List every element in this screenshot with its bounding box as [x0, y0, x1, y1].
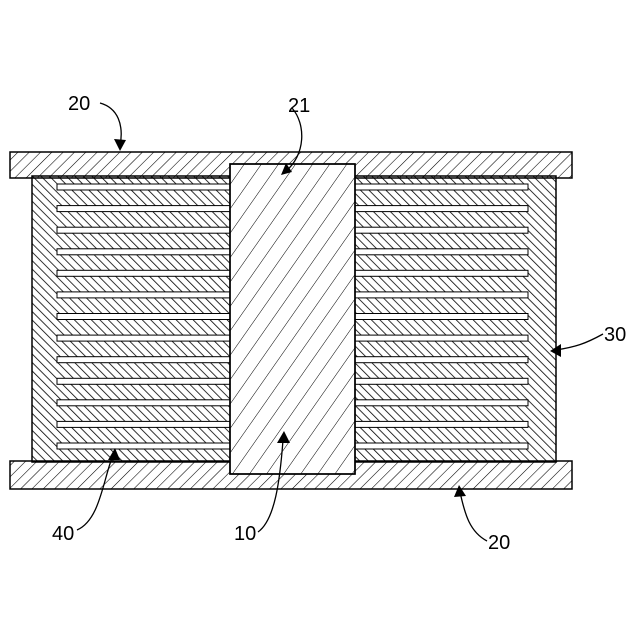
ref-label-20-top: 20 [68, 93, 90, 115]
right-layer [352, 227, 528, 233]
left-layer [57, 335, 232, 341]
left-layer [57, 314, 232, 320]
right-layer [352, 314, 528, 320]
right-layer [352, 335, 528, 341]
leader-30 [556, 334, 603, 350]
ref-label-40: 40 [52, 523, 74, 545]
right-layer [352, 421, 528, 427]
left-layer [57, 443, 232, 449]
ref-label-20-bottom: 20 [488, 532, 510, 554]
left-layer [57, 378, 232, 384]
left-layer [57, 270, 232, 276]
right-layer [352, 184, 528, 190]
ref-label-21: 21 [288, 95, 310, 117]
right-layer [352, 443, 528, 449]
right-layer [352, 270, 528, 276]
right-layer [352, 249, 528, 255]
ref-label-30: 30 [604, 324, 626, 346]
left-layer [57, 292, 232, 298]
ref-label-10: 10 [234, 523, 256, 545]
right-layer [352, 378, 528, 384]
left-layer [57, 249, 232, 255]
arrowhead-20-top [114, 139, 126, 151]
right-layer [352, 292, 528, 298]
left-layer [57, 206, 232, 212]
left-layer [57, 184, 232, 190]
left-layer [57, 400, 232, 406]
left-layer [57, 357, 232, 363]
right-layer [352, 400, 528, 406]
left-layer [57, 227, 232, 233]
right-layer [352, 357, 528, 363]
right-layer [352, 206, 528, 212]
left-layer [57, 421, 232, 427]
center-core-hatch [230, 164, 355, 474]
leader-20-bottom [460, 492, 487, 541]
